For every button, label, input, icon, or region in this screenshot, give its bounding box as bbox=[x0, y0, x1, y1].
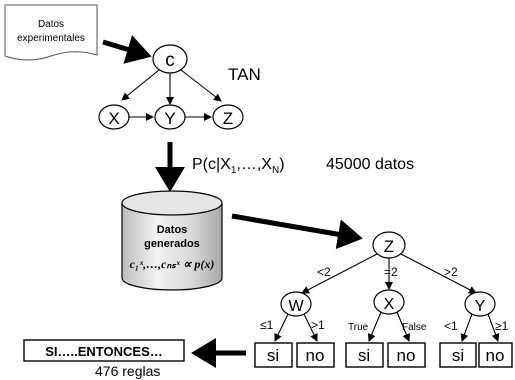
tree-node-w-label: W bbox=[288, 298, 304, 315]
leaf-label: si bbox=[358, 346, 370, 365]
generated-db-formula: c₁ˣ,…,cₙₛˣ ∝ p(x) bbox=[130, 257, 215, 271]
tan-label: TAN bbox=[228, 65, 261, 84]
branch-label: >1 bbox=[311, 318, 325, 332]
tree-root-label: Z bbox=[384, 237, 394, 256]
root-branch-label: =2 bbox=[384, 265, 398, 279]
leaf-box bbox=[387, 342, 426, 368]
generated-db-line1: Datos bbox=[157, 224, 188, 236]
arrow-icon bbox=[231, 213, 363, 250]
rules-box bbox=[23, 339, 185, 362]
generated-db: Datos generados c₁ˣ,…,cₙₛˣ ∝ p(x) bbox=[121, 190, 223, 291]
data-source-document: Datos experimentales bbox=[4, 4, 98, 61]
root-branch-label: >2 bbox=[444, 265, 458, 279]
node-z bbox=[212, 104, 244, 130]
branch-label: True bbox=[348, 322, 369, 333]
tan-network: c TAN X Y Z bbox=[98, 44, 261, 130]
generated-db-line2: generados bbox=[144, 238, 200, 250]
decision-tree: Z <2 =2 >2 W ≤1 >1 X True False Y <1 ≥1 … bbox=[254, 231, 513, 368]
arrow-icon bbox=[102, 35, 152, 64]
tree-node-y-label: Y bbox=[475, 298, 486, 315]
data-source-line2: experimentales bbox=[17, 33, 85, 44]
branch-label: False bbox=[402, 322, 427, 333]
tree-node-x bbox=[373, 289, 405, 315]
root-branch-label: <2 bbox=[317, 265, 331, 279]
branch-label: <1 bbox=[444, 319, 458, 333]
leaf-label: no bbox=[486, 346, 505, 365]
rules-output: SI…..ENTONCES… 476 reglas bbox=[23, 339, 185, 379]
leaf-label: si bbox=[267, 346, 279, 365]
class-node-label: c bbox=[165, 50, 175, 71]
leaf-box bbox=[478, 342, 513, 368]
leaf-box bbox=[345, 342, 384, 368]
document-icon bbox=[4, 4, 98, 61]
node-y-label: Y bbox=[164, 109, 175, 128]
leaf-box bbox=[296, 342, 335, 368]
data-source-line1: Datos bbox=[38, 19, 64, 30]
data-count-label: 45000 datos bbox=[326, 156, 414, 173]
leaf-box bbox=[254, 342, 293, 368]
leaf-box bbox=[439, 342, 477, 368]
leaf-label: no bbox=[397, 346, 416, 365]
tree-node-y bbox=[464, 291, 496, 317]
rules-count: 476 reglas bbox=[95, 363, 160, 379]
branch-label: ≥1 bbox=[495, 319, 509, 333]
tree-node-w bbox=[280, 291, 312, 317]
probability-label: P(c|X1,…,XN) bbox=[192, 156, 285, 176]
branch-label: ≤1 bbox=[260, 318, 274, 332]
leaf-label: no bbox=[306, 346, 325, 365]
tree-node-x-label: X bbox=[384, 296, 395, 313]
cylinder-database-icon bbox=[121, 202, 223, 291]
rules-title: SI…..ENTONCES… bbox=[45, 344, 163, 359]
leaf-label: si bbox=[452, 346, 464, 365]
node-z-label: Z bbox=[223, 109, 233, 128]
node-x-label: X bbox=[108, 109, 119, 128]
